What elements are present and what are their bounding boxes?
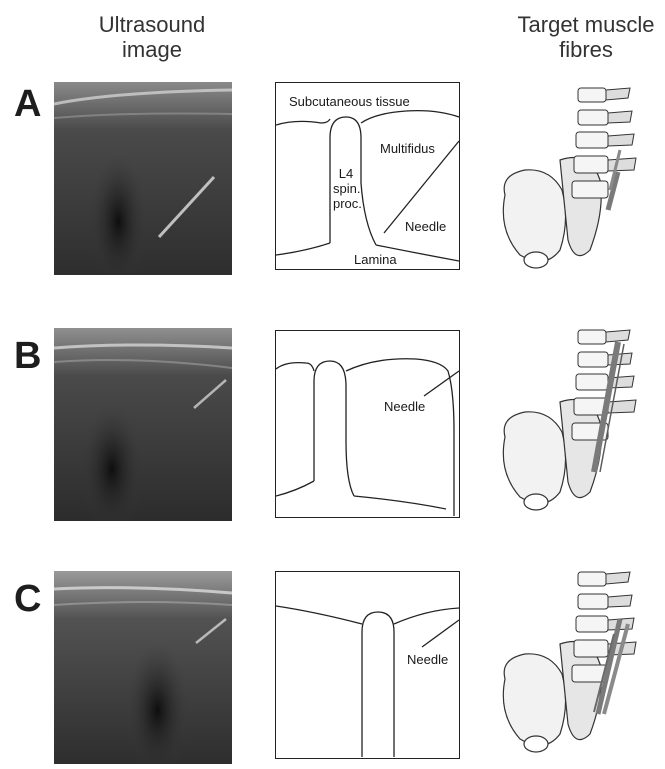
spine-illustration-c	[490, 564, 660, 764]
target-muscle-column-header: Target muscle fibres	[486, 12, 665, 62]
spine-illustration-a	[490, 80, 660, 280]
label-needle-b: Needle	[384, 399, 425, 414]
label-needle-c: Needle	[407, 652, 448, 667]
panel-letter-b: B	[14, 337, 41, 375]
ultrasound-column-header: Ultrasound image	[62, 12, 242, 62]
ultrasound-image-c	[54, 571, 232, 764]
schematic-diagram-b: Needle	[275, 330, 460, 518]
ultrasound-image-a	[54, 82, 232, 275]
panel-letter-c: C	[14, 580, 41, 618]
panel-letter-a: A	[14, 85, 41, 123]
label-multifidus: Multifidus	[380, 141, 435, 156]
schematic-diagram-a: Subcutaneous tissue Multifidus L4 spin. …	[275, 82, 460, 270]
label-needle-a: Needle	[405, 219, 446, 234]
ultrasound-image-b	[54, 328, 232, 521]
schematic-diagram-c: Needle	[275, 571, 460, 759]
label-l4-spinous-process: L4 spin. proc.	[333, 166, 359, 211]
spine-illustration-b	[490, 322, 660, 522]
label-lamina: Lamina	[354, 252, 397, 267]
label-subcutaneous-tissue: Subcutaneous tissue	[289, 94, 449, 109]
